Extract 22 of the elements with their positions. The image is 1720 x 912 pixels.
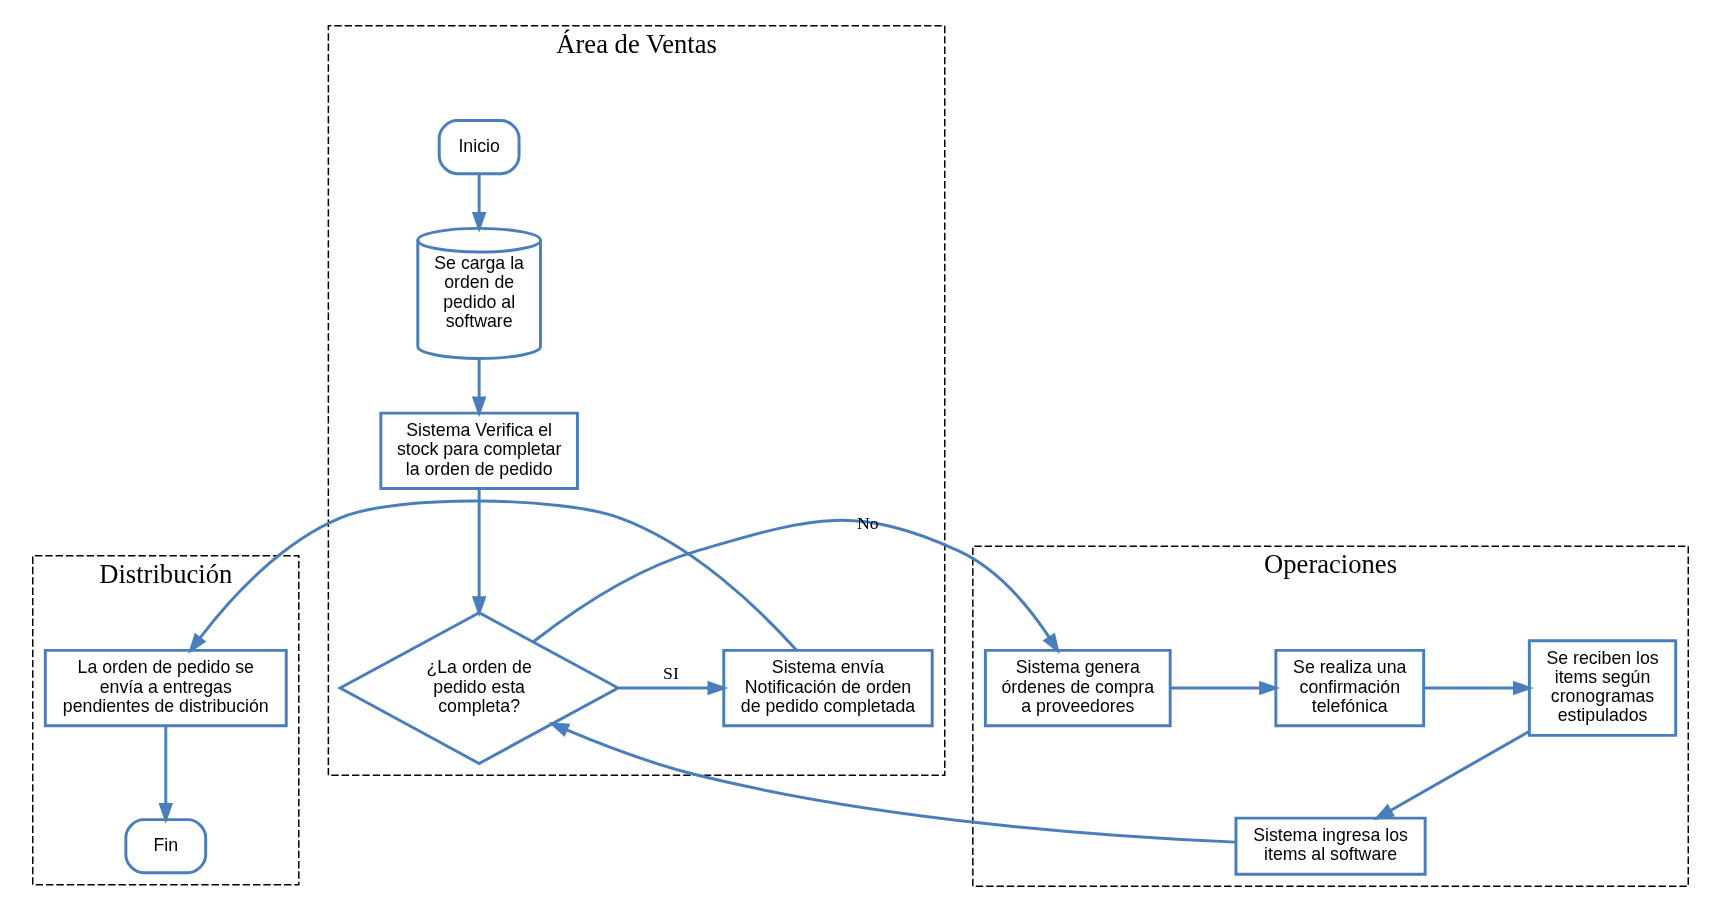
node-box: Sistema genera órdenes de compra a proveedores xyxy=(983,648,1172,728)
edge-label: SI xyxy=(662,662,679,683)
arrow xyxy=(618,680,728,696)
node-diamond: ¿La orden de pedido esta completa? xyxy=(336,611,621,766)
node-box: Fin xyxy=(123,818,207,875)
node-box: Se reciben los items según cronogramas estipulados xyxy=(1527,639,1677,737)
arrow xyxy=(1169,680,1280,696)
arrow xyxy=(1372,730,1530,821)
arrow xyxy=(187,499,797,654)
node-box: Se realiza una confirmación telefónica xyxy=(1273,648,1425,728)
node-box: La orden de pedido se envía a entregas pendientes de distribución xyxy=(43,648,288,728)
arrow xyxy=(531,519,1060,654)
node-box: Sistema ingresa los items al software xyxy=(1233,816,1427,876)
arrow xyxy=(158,725,173,824)
arrow xyxy=(471,488,486,617)
node-box: Sistema envía Notificación de orden de pedido completada xyxy=(721,648,934,728)
arrow xyxy=(547,722,1236,844)
arrow xyxy=(471,174,486,233)
node-box: Sistema Verifica el stock para completar la orden de pedido xyxy=(378,411,579,490)
node-box: Inicio xyxy=(437,118,521,176)
arrow xyxy=(1423,680,1534,696)
arrow xyxy=(471,358,486,418)
